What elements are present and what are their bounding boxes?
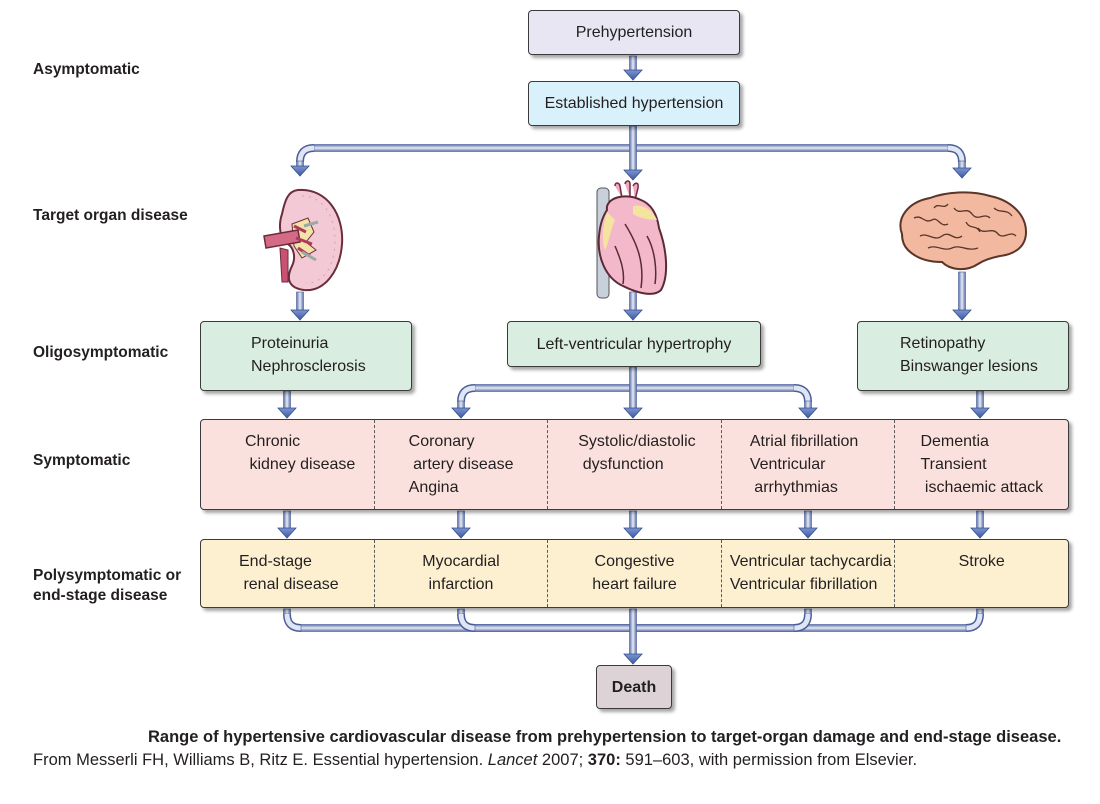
branch-to-brain-h bbox=[632, 144, 949, 152]
established-hypertension-box: Established hypertension bbox=[528, 81, 740, 126]
arrow-to-ckd-arrowhead bbox=[277, 407, 297, 419]
arrow-to-death bbox=[629, 608, 637, 656]
retinopathy-binswanger-box: Retinopathy Binswanger lesions bbox=[857, 321, 1069, 391]
symptomatic-row: Chronic kidney disease Coronary artery d… bbox=[200, 419, 1069, 510]
branch-to-brain-arrowhead bbox=[952, 167, 972, 179]
arrow-symptomatic-to-endstage-3-arrowhead bbox=[798, 527, 818, 539]
arrow-symptomatic-to-endstage-1-arrowhead bbox=[451, 527, 471, 539]
join-vt-h bbox=[632, 624, 795, 632]
arrow-kidney-to-oligo-arrowhead bbox=[290, 309, 310, 321]
dementia-tia-cell: Dementia Transient ischaemic attack bbox=[920, 433, 1044, 496]
arrow-brain-to-oligo bbox=[958, 271, 966, 312]
arrow-symptomatic-to-endstage-3 bbox=[804, 510, 812, 530]
stage-label-target-organ: Target organ disease bbox=[33, 207, 188, 224]
chronic-kidney-disease-cell: Chronic kidney disease bbox=[201, 420, 375, 509]
arrow-to-dementia bbox=[976, 390, 984, 410]
arrow-to-dementia-arrowhead bbox=[970, 407, 990, 419]
join-mi-curve bbox=[458, 613, 476, 631]
stage-label-oligosymptomatic: Oligosymptomatic bbox=[33, 344, 169, 361]
join-renal-v bbox=[283, 608, 291, 615]
atrial-fibrillation-cell: Atrial fibrillation Ventricular arrhythm… bbox=[722, 420, 896, 509]
arrow-symptomatic-to-endstage-2 bbox=[629, 510, 637, 530]
kidney-icon bbox=[263, 188, 344, 292]
congestive-heart-failure-cell: Congestive heart failure bbox=[548, 540, 722, 607]
arrow-symptomatic-to-endstage-0-arrowhead bbox=[277, 527, 297, 539]
branch-to-coronary-h bbox=[474, 384, 634, 392]
coronary-artery-disease-cell: Coronary artery disease Angina bbox=[375, 420, 549, 509]
arrow-to-ckd bbox=[283, 390, 291, 410]
death-box: Death bbox=[596, 665, 672, 709]
branch-to-coronary-arrowhead bbox=[451, 407, 471, 419]
arrow-to-systolic-arrowhead bbox=[623, 407, 643, 419]
arrow-symptomatic-to-endstage-2-arrowhead bbox=[623, 527, 643, 539]
stroke-cell: Stroke bbox=[958, 553, 1005, 570]
caption-pages: 591–603, with permission from Elsevier. bbox=[620, 751, 918, 769]
branch-to-brain-curve bbox=[947, 145, 965, 163]
caption-journal: Lancet bbox=[487, 751, 538, 769]
join-vt-curve bbox=[793, 613, 811, 631]
stage-label-polysymptomatic: Polysymptomatic or end-stage disease bbox=[33, 567, 182, 604]
branch-to-atrial-arrowhead bbox=[798, 407, 818, 419]
brain-icon bbox=[899, 191, 1028, 270]
left-ventricular-hypertrophy-box: Left-ventricular hypertrophy bbox=[507, 321, 761, 367]
stage-label-symptomatic: Symptomatic bbox=[33, 452, 131, 469]
branch-to-kidney-curve bbox=[297, 145, 315, 163]
myocardial-infarction-cell: Myocardial infarction bbox=[375, 540, 549, 607]
endstage-row: End-stage renal disease Myocardial infar… bbox=[200, 539, 1069, 608]
heart-icon bbox=[596, 180, 668, 299]
join-mi-v bbox=[457, 608, 465, 615]
arrow-to-death-arrowhead bbox=[623, 653, 643, 665]
arrow-to-heart bbox=[629, 125, 637, 172]
caption-citation: From Messerli FH, Williams B, Ritz E. Es… bbox=[33, 751, 488, 769]
join-vt-v bbox=[804, 608, 812, 615]
arrow-heart-to-lvh-arrowhead bbox=[623, 309, 643, 321]
end-stage-renal-disease-cell: End-stage renal disease bbox=[201, 540, 375, 607]
proteinuria-nephrosclerosis-box: Proteinuria Nephrosclerosis bbox=[200, 321, 412, 391]
caption-year: 2007; bbox=[537, 751, 588, 769]
arrow-to-systolic bbox=[629, 366, 637, 410]
retinopathy-binswanger-text: Retinopathy Binswanger lesions bbox=[900, 335, 1038, 375]
branch-to-kidney-h bbox=[313, 144, 634, 152]
arrow-symptomatic-to-endstage-0 bbox=[283, 510, 291, 530]
join-mi-h bbox=[474, 624, 634, 632]
branch-to-atrial-h bbox=[632, 384, 795, 392]
branch-to-kidney-arrowhead bbox=[290, 165, 310, 177]
arrow-symptomatic-to-endstage-1 bbox=[457, 510, 465, 530]
caption-title: Range of hypertensive cardiovascular dis… bbox=[148, 728, 1062, 746]
caption-volume: 370: bbox=[587, 751, 621, 769]
arrow-symptomatic-to-endstage-4 bbox=[976, 510, 984, 530]
join-renal-curve bbox=[284, 613, 302, 631]
proteinuria-nephrosclerosis-text: Proteinuria Nephrosclerosis bbox=[251, 335, 366, 375]
join-stroke-v bbox=[976, 608, 984, 615]
stage-label-asymptomatic: Asymptomatic bbox=[33, 61, 140, 78]
branch-to-atrial-curve bbox=[793, 385, 811, 403]
join-stroke-curve bbox=[965, 613, 983, 631]
arrow-prehyp-to-established bbox=[629, 55, 637, 72]
figure-caption: Range of hypertensive cardiovascular dis… bbox=[33, 726, 1083, 772]
ventricular-tachycardia-fibrillation-cell: Ventricular tachycardia Ventricular fibr… bbox=[722, 540, 896, 607]
systolic-diastolic-dysfunction-cell: Systolic/diastolic dysfunction bbox=[548, 420, 722, 509]
arrow-to-heart-arrowhead bbox=[623, 169, 643, 181]
branch-to-coronary-curve bbox=[458, 385, 476, 403]
arrow-symptomatic-to-endstage-4-arrowhead bbox=[970, 527, 990, 539]
arrow-brain-to-oligo-arrowhead bbox=[952, 309, 972, 321]
prehypertension-box: Prehypertension bbox=[528, 10, 740, 55]
arrow-prehyp-to-established-arrowhead bbox=[623, 69, 643, 81]
